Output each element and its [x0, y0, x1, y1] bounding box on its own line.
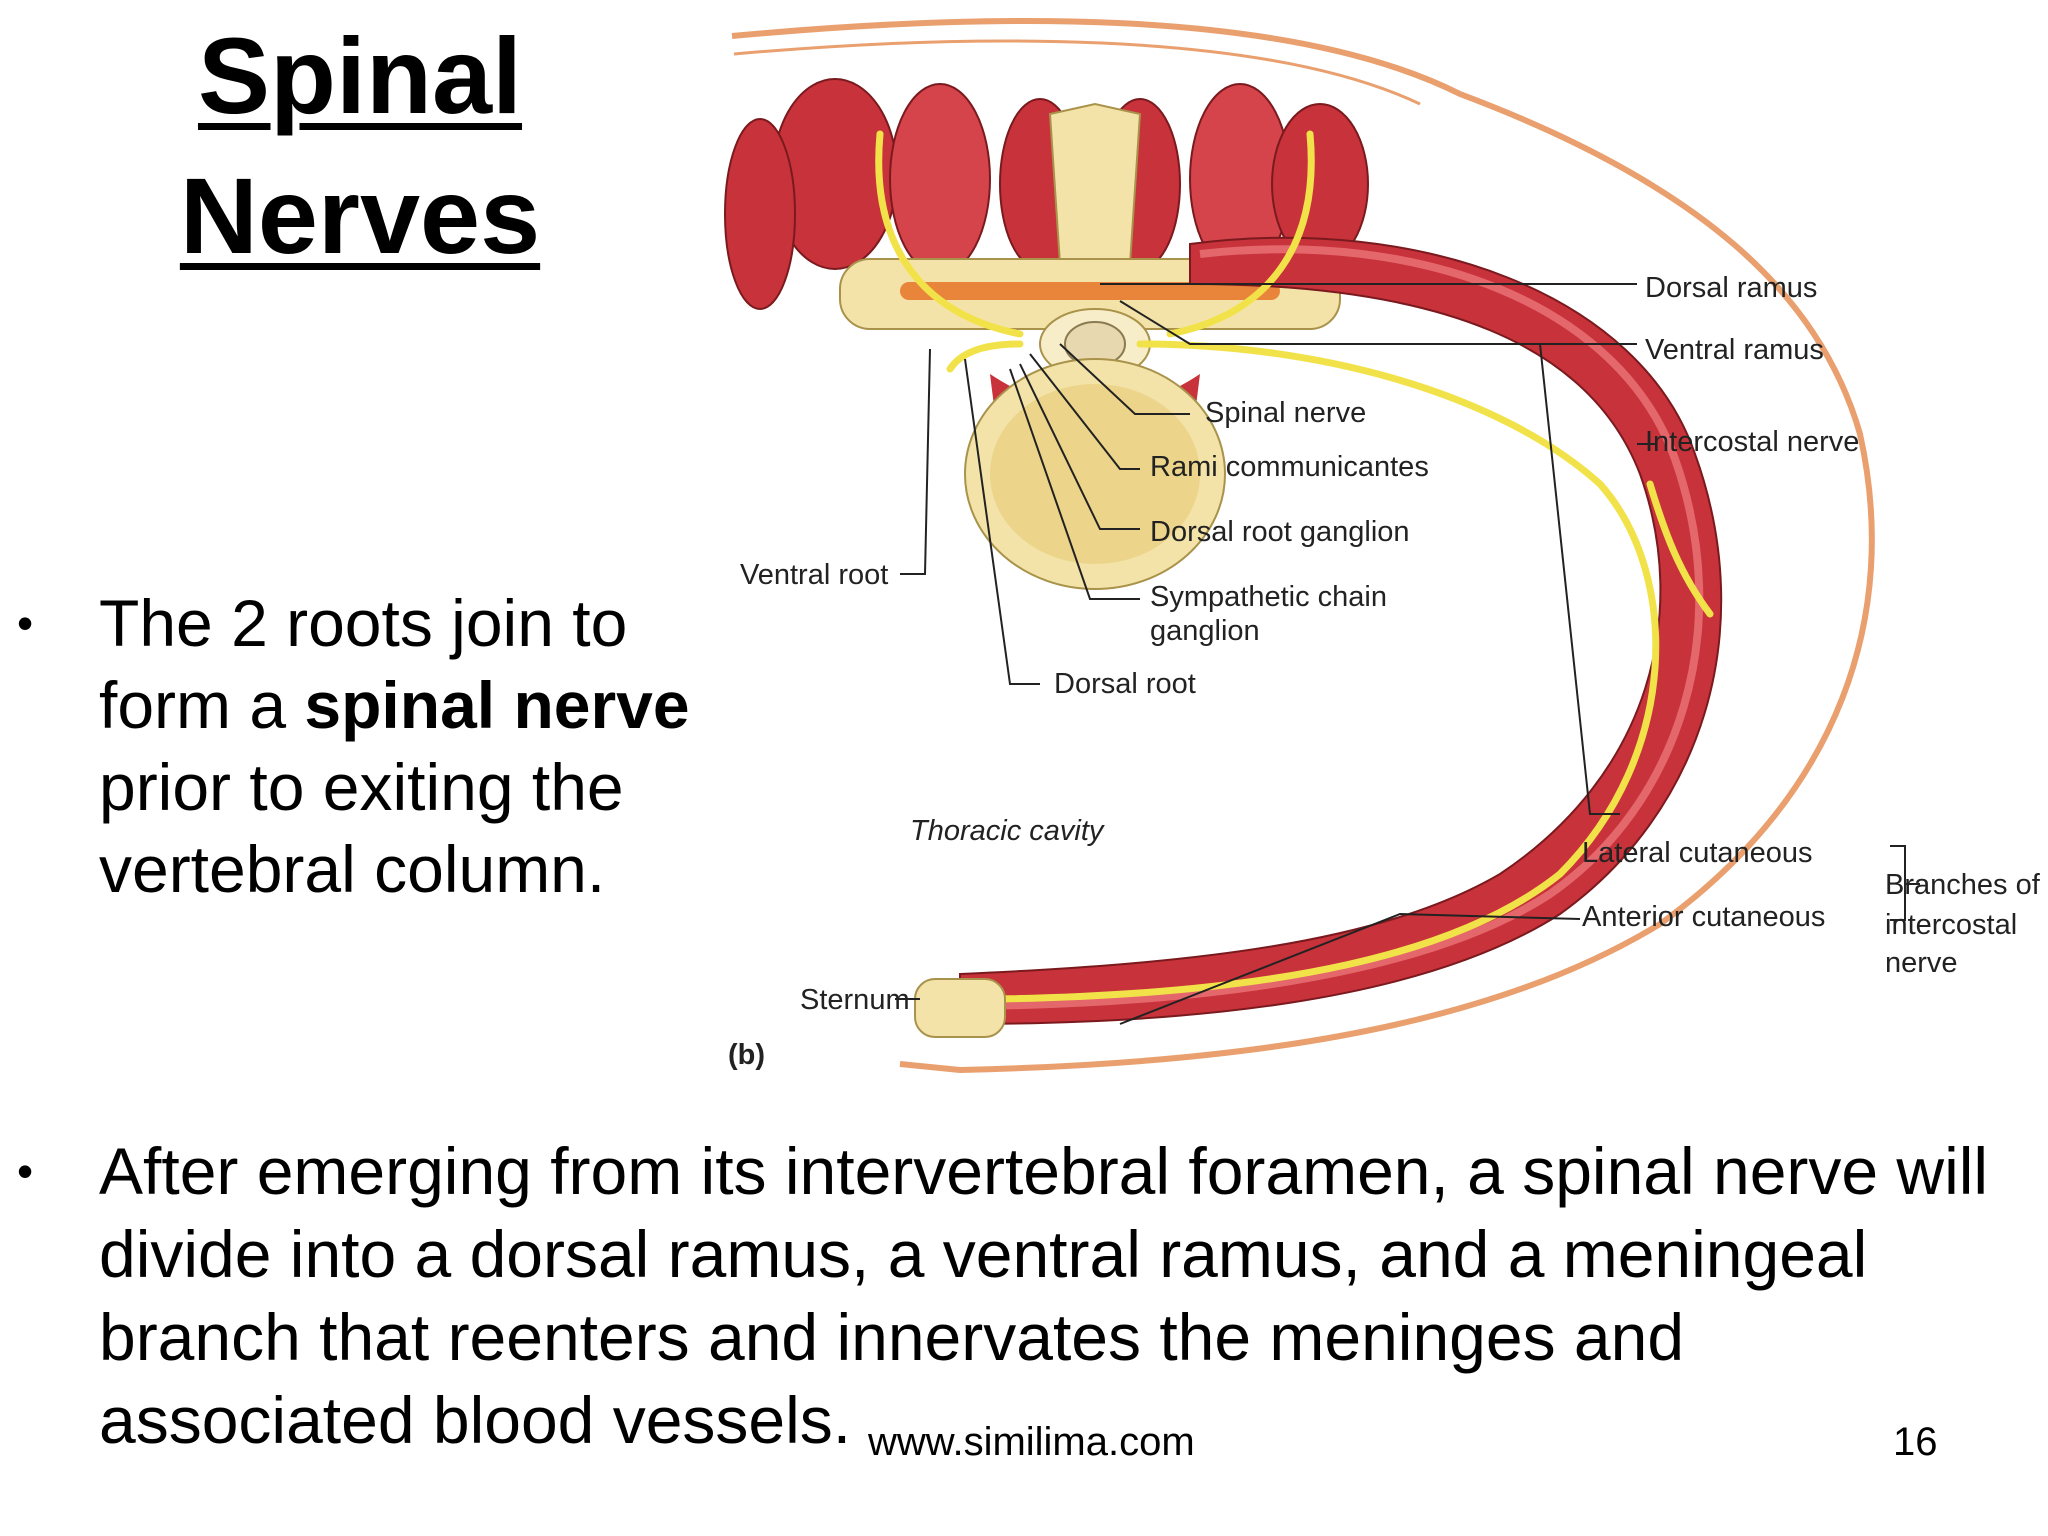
intercostal-muscles-light — [969, 245, 1704, 1010]
body-wall-inner — [733, 39, 1421, 106]
label-sternum: Sternum — [800, 984, 910, 1016]
title-line-1: Spinal — [197, 15, 523, 136]
label-intercostal-nerve: Intercostal nerve — [1645, 426, 1859, 458]
label-dorsal-root: Dorsal root — [1054, 668, 1196, 700]
label-branches-3: nerve — [1885, 947, 1958, 979]
bullet-dot: • — [17, 597, 34, 649]
label-anterior-cutaneous: Anterior cutaneous — [1582, 901, 1825, 933]
page-number: 16 — [1893, 1420, 1938, 1464]
bullet1-part2: prior to exiting the vertebral column. — [99, 750, 624, 906]
label-ventral-root: Ventral root — [740, 559, 888, 591]
title-line-2: Nerves — [179, 155, 541, 276]
label-spinal-nerve: Spinal nerve — [1205, 397, 1366, 429]
bullet-spinal-nerve-division: • After emerging from its intervertebral… — [17, 1130, 1999, 1462]
slide-title: Spinal Nerves — [120, 6, 600, 286]
leader-lines — [895, 283, 1920, 1025]
sternum — [914, 978, 1006, 1038]
footer-url: www.similima.com — [868, 1420, 1195, 1464]
body-wall-outline — [731, 17, 1875, 1074]
label-dorsal-root-ganglion: Dorsal root ganglion — [1150, 516, 1410, 548]
spinal-nerve-diagram: Dorsal ramus Ventral ramus Spinal nerve … — [724, 17, 2041, 1074]
bullet-dot: • — [17, 1145, 34, 1197]
label-thoracic-cavity: Thoracic cavity — [910, 815, 1105, 847]
label-ventral-ramus: Ventral ramus — [1645, 334, 1824, 366]
label-panel-b: (b) — [728, 1039, 765, 1071]
label-sympathetic-chain-1: Sympathetic chain — [1150, 581, 1387, 613]
bullet1-bold: spinal nerve — [304, 668, 690, 742]
label-branches-1: Branches of — [1885, 869, 2041, 901]
label-rami-communicantes: Rami communicantes — [1150, 451, 1429, 483]
nerves — [875, 130, 1714, 1003]
label-sympathetic-chain-2: ganglion — [1150, 615, 1260, 647]
label-lateral-cutaneous: Lateral cutaneous — [1582, 837, 1813, 869]
bullet-roots-join: • The 2 roots join to form a spinal nerv… — [17, 582, 699, 910]
label-branches-2: intercostal — [1885, 909, 2017, 941]
bullet2-text: After emerging from its intervertebral f… — [99, 1134, 1989, 1457]
label-dorsal-ramus: Dorsal ramus — [1645, 272, 1817, 304]
bullet1-part1: The 2 roots join to form a — [99, 586, 628, 742]
